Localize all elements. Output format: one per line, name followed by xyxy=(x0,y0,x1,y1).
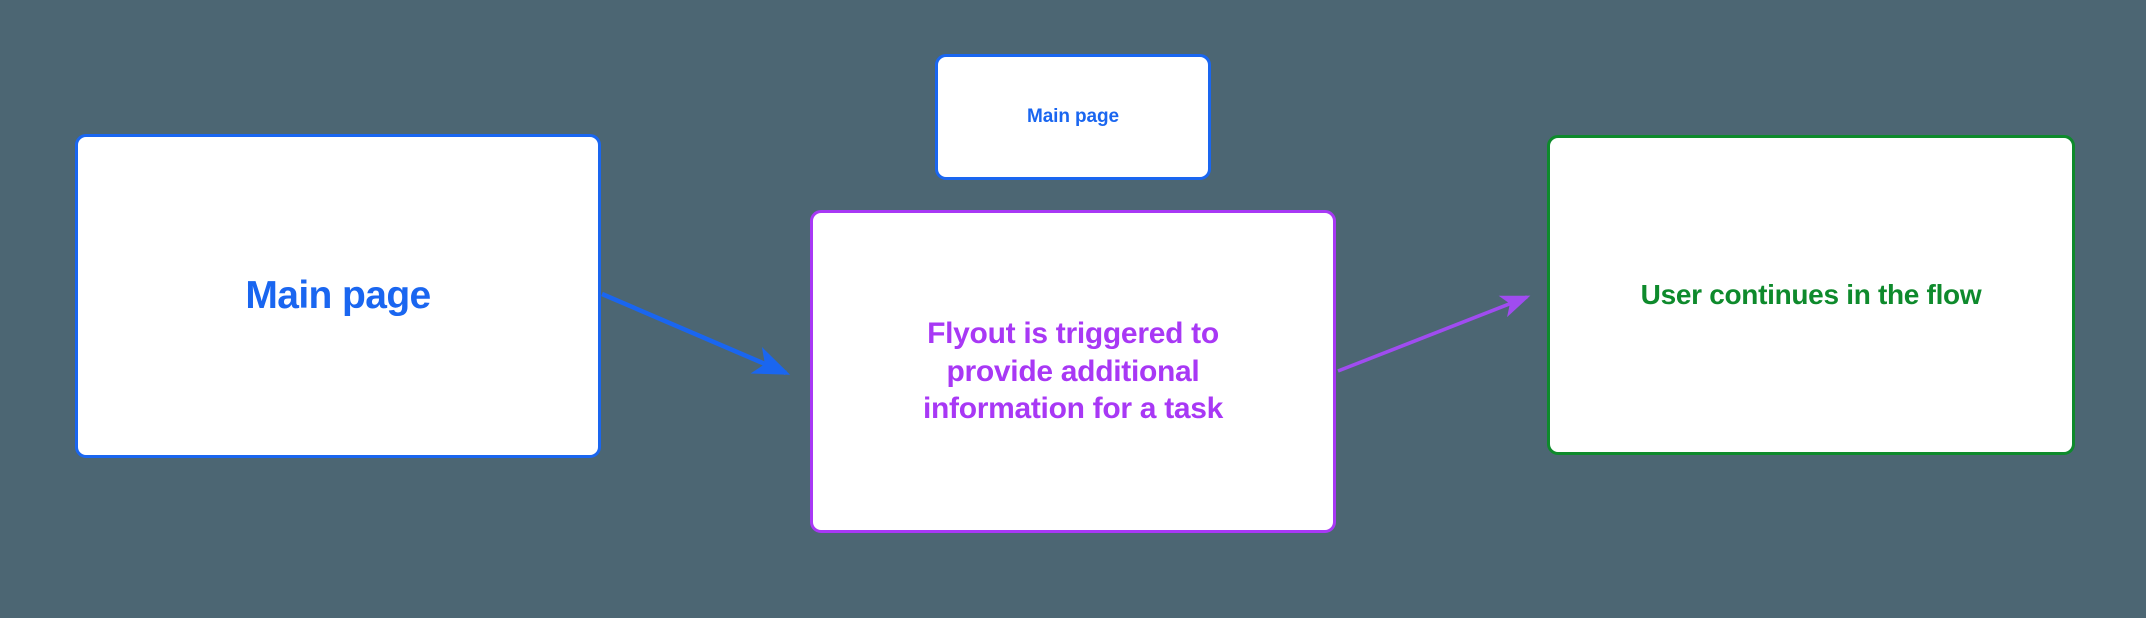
node-user-continues-label: User continues in the flow xyxy=(1640,278,1982,310)
node-main-page-small-label: Main page xyxy=(1026,106,1119,128)
node-main-page-label: Main page xyxy=(245,274,431,318)
node-user-continues[interactable]: User continues in the flow xyxy=(1547,135,2075,455)
node-flyout-label-line-1: Flyout is triggered to xyxy=(927,317,1219,351)
edge-main-page-to-flyout xyxy=(601,291,791,376)
node-flyout-label-line-2: provide additional xyxy=(946,354,1200,388)
node-main-page[interactable]: Main page xyxy=(75,134,601,458)
node-flyout[interactable]: Flyout is triggered to provide additiona… xyxy=(810,210,1336,533)
node-flyout-label: Flyout is triggered to provide additiona… xyxy=(923,315,1223,428)
edge-flyout-to-user-continues xyxy=(1337,295,1531,373)
node-main-page-small[interactable]: Main page xyxy=(935,54,1211,180)
node-flyout-label-line-3: information for a task xyxy=(922,392,1224,426)
